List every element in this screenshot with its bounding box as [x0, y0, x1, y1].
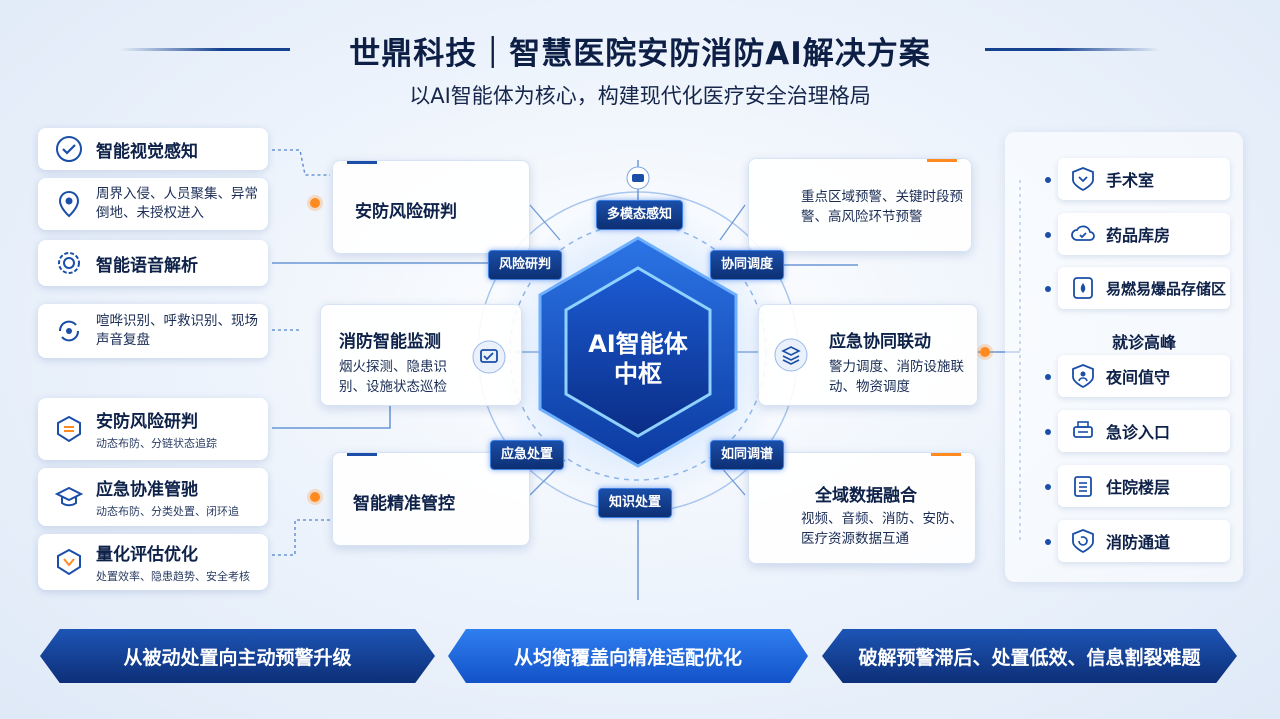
banner-precision-fit: 从均衡覆盖向精准适配优化 — [448, 629, 808, 683]
scenario-label: 手术室 — [1106, 171, 1155, 190]
pill-coordination[interactable]: 协同调度 — [710, 250, 785, 280]
shield-down-icon — [1072, 167, 1094, 192]
page-subtitle: 以AI智能体为核心，构建现代化医疗安全治理格局 — [409, 84, 871, 108]
left-card-text: 周界入侵、人员聚集、异常倒地、未授权进入 — [96, 186, 258, 221]
printer-icon — [1073, 421, 1093, 438]
left-card-voice-analysis[interactable]: 智能语音解析 — [38, 240, 268, 286]
scenario-item[interactable]: 消防通道 — [1058, 520, 1230, 562]
location-pin-icon — [58, 190, 80, 218]
hub-title-line1: AI智能体 — [588, 330, 689, 358]
mid-box-text: 警力调度、消防设施联动、物资调度 — [829, 359, 964, 395]
scenario-item[interactable]: 手术室 — [1058, 158, 1230, 200]
left-card-title: 智能视觉感知 — [96, 141, 198, 162]
mid-box-text: 视频、音频、消防、安防、医疗资源数据互通 — [801, 511, 963, 547]
left-card-intrusion[interactable]: 周界入侵、人员聚集、异常倒地、未授权进入 — [38, 178, 268, 230]
page-title: 世鼎科技｜智慧医院安防消防AI解决方案 — [349, 36, 931, 72]
left-card-evaluation[interactable]: 量化评估优化 处置效率、隐患趋势、安全考核 — [38, 534, 268, 590]
mid-box-text: 重点区域预警、关键时段预警、高风险环节预警 — [801, 189, 963, 225]
mid-box-data-fusion[interactable]: 全域数据融合 视频、音频、消防、安防、医疗资源数据互通 — [748, 452, 976, 564]
pill-knowledge[interactable]: 知识处置 — [598, 488, 673, 518]
gear-icon — [58, 252, 80, 274]
building-shield-icon — [1074, 476, 1092, 497]
scenario-label: 消防通道 — [1106, 533, 1171, 552]
left-card-sub: 处置效率、隐患趋势、安全考核 — [96, 570, 250, 583]
connector-dot — [310, 198, 320, 208]
left-card-title: 安防风险研判 — [96, 412, 198, 432]
mid-box-emergency-linkage[interactable]: 应急协同联动 警力调度、消防设施联动、物资调度 — [758, 304, 978, 406]
left-card-sub: 动态布防、分类处置、闭环追 — [96, 505, 239, 518]
monitor-check-icon — [472, 340, 506, 374]
scenario-label-plain: 就诊高峰 — [1111, 333, 1176, 352]
left-card-title: 量化评估优化 — [96, 545, 198, 565]
left-card-text: 喧哗识别、呼救识别、现场声音复盘 — [96, 313, 258, 348]
left-card-emergency[interactable]: 应急协准管驰 动态布防、分类处置、闭环追 — [38, 468, 268, 526]
pill-emergency[interactable]: 应急处置 — [490, 440, 565, 470]
mid-box-title: 智能精准管控 — [353, 494, 455, 514]
mid-box-precision-control[interactable]: 智能精准管控 — [332, 452, 530, 546]
pill-tuning[interactable]: 如同调谱 — [710, 440, 785, 470]
graduation-cap-icon — [54, 486, 84, 507]
mid-box-title: 安防风险研判 — [355, 202, 457, 222]
title-line-left — [120, 48, 290, 51]
chart-down-shield-icon — [57, 548, 81, 576]
scenario-item[interactable]: 药品库房 — [1058, 213, 1230, 255]
left-card-title: 应急协准管驰 — [96, 480, 198, 500]
left-card-visual-perception[interactable]: 智能视觉感知 — [38, 128, 268, 170]
cloud-check-icon — [1071, 225, 1095, 241]
scenario-label: 易燃易爆品存储区 — [1106, 279, 1227, 298]
left-card-risk-assessment[interactable]: 安防风险研判 动态布防、分链状态追踪 — [38, 398, 268, 460]
mid-box-fire-monitoring[interactable]: 消防智能监测 烟火探测、隐患识别、设施状态巡检 — [320, 304, 522, 406]
shield-check-icon — [56, 136, 82, 162]
scenario-label: 药品库房 — [1106, 226, 1171, 245]
refresh-gear-icon — [58, 320, 80, 342]
mid-box-title: 全域数据融合 — [815, 486, 917, 506]
hub-inner-hex — [564, 266, 712, 438]
scenario-label: 急诊入口 — [1106, 423, 1171, 442]
flame-shield-icon — [1073, 277, 1093, 299]
refresh-shield-icon — [1072, 529, 1094, 554]
mid-box-title: 应急协同联动 — [829, 332, 931, 352]
mid-box-title: 消防智能监测 — [339, 332, 441, 352]
left-card-sub: 动态布防、分链状态追踪 — [96, 437, 217, 450]
scenario-item[interactable]: 住院楼层 — [1058, 465, 1230, 507]
connector-dot — [310, 492, 320, 502]
scenario-item[interactable]: 易燃易爆品存储区 — [1058, 267, 1230, 309]
hub-title-line2: 中枢 — [614, 360, 662, 388]
mid-box-security-risk[interactable]: 安防风险研判 — [332, 160, 530, 254]
mid-box-text: 烟火探测、隐患识别、设施状态巡检 — [339, 359, 447, 395]
mid-box-warnings[interactable]: 重点区域预警、关键时段预警、高风险环节预警 — [748, 158, 972, 252]
title-line-right — [985, 48, 1160, 51]
scenario-item[interactable]: 夜间值守 — [1058, 355, 1230, 397]
left-card-sound-recognition[interactable]: 喧哗识别、呼救识别、现场声音复盘 — [38, 304, 268, 358]
stack-shield-icon — [57, 415, 81, 443]
scenario-dots — [1045, 177, 1051, 545]
connector-dot — [980, 347, 990, 357]
scenario-label: 住院楼层 — [1106, 478, 1171, 497]
pill-risk-judgement[interactable]: 风险研判 — [488, 250, 563, 280]
scenario-label: 夜间值守 — [1106, 368, 1171, 387]
pill-multimodal[interactable]: 多模态感知 — [596, 200, 684, 230]
banner-proactive-warning: 从被动处置向主动预警升级 — [40, 629, 435, 683]
left-card-title: 智能语音解析 — [96, 255, 198, 276]
person-shield-icon — [1072, 364, 1094, 389]
layers-icon — [774, 338, 808, 372]
banner-solve-problems: 破解预警滞后、处置低效、信息割裂难题 — [822, 629, 1237, 683]
scenario-item[interactable]: 急诊入口 — [1058, 410, 1230, 452]
